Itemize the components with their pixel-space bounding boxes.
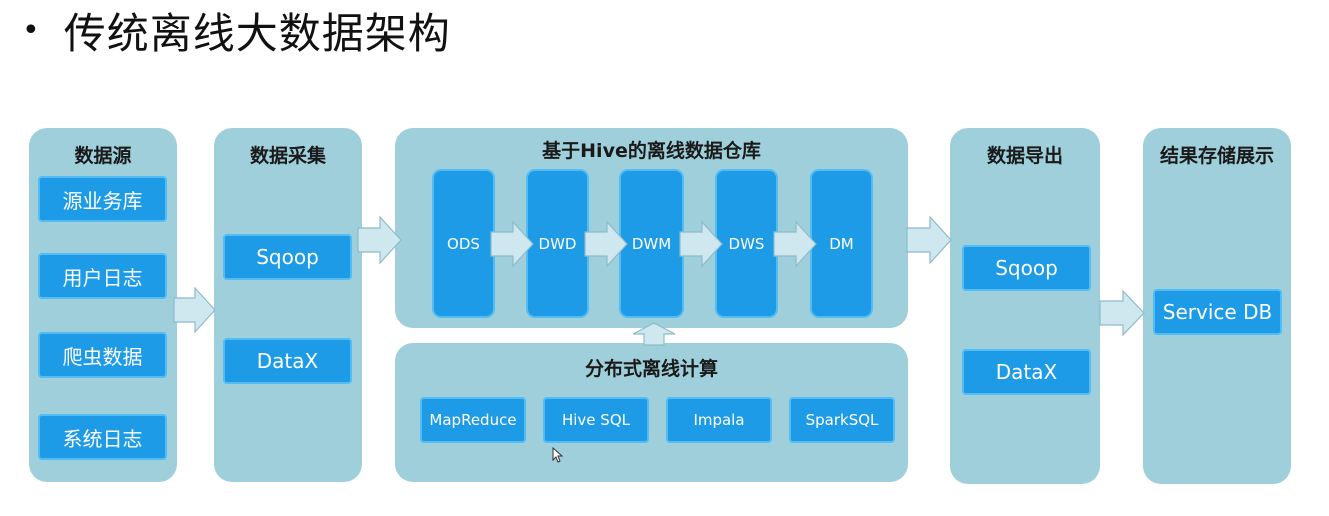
compute-item-sparksql: SparkSQL [789,397,895,443]
panel-title-result-display: 结果存储展示 [1159,145,1274,167]
panel-data-collection: 数据采集 Sqoop DataX [214,128,362,482]
mouse-cursor-icon [552,447,564,463]
panel-title-data-export: 数据导出 [986,145,1063,167]
slide-title: 传统离线大数据架构 [63,8,451,58]
panel-hive-warehouse: 基于Hive的离线数据仓库 ODS DWD DWM DWS DM [395,128,908,328]
warehouse-layer-dm: DM [810,169,873,318]
arrow-sources-to-collect [173,286,216,334]
source-item-business-db: 源业务库 [38,176,167,222]
arrow-dwd-to-dwm [584,220,628,268]
panel-data-export: 数据导出 Sqoop DataX [950,128,1100,484]
collect-item-sqoop: Sqoop [223,234,352,280]
arrow-dwm-to-dws [679,220,723,268]
bullet-marker: • [22,12,40,48]
panel-data-sources: 数据源 源业务库 用户日志 爬虫数据 系统日志 [29,128,177,482]
warehouse-layer-ods: ODS [432,169,495,318]
panel-title-data-sources: 数据源 [74,145,132,167]
panel-distributed-compute: 分布式离线计算 MapReduce Hive SQL Impala SparkS… [395,343,908,482]
slide-title-row: • 传统离线大数据架构 [22,0,451,60]
result-item-service-db: Service DB [1153,289,1282,335]
arrow-ods-to-dwd [490,220,534,268]
arrow-collect-to-warehouse [357,215,402,265]
export-item-sqoop: Sqoop [962,245,1091,291]
arrow-dws-to-dm [773,220,817,268]
compute-item-mapreduce: MapReduce [420,397,526,443]
warehouse-layer-dwd: DWD [526,169,589,318]
compute-item-impala: Impala [666,397,772,443]
panel-title-hive-warehouse: 基于Hive的离线数据仓库 [542,140,761,162]
compute-item-hive-sql: Hive SQL [543,397,649,443]
export-item-datax: DataX [962,349,1091,395]
panel-title-data-collection: 数据采集 [249,145,326,167]
source-item-system-log: 系统日志 [38,414,167,460]
warehouse-layer-dwm: DWM [619,169,684,318]
collect-item-datax: DataX [223,338,352,384]
source-item-user-log: 用户日志 [38,253,167,299]
arrow-compute-to-warehouse [632,322,676,346]
arrow-export-to-result [1099,289,1145,337]
arrow-warehouse-to-export [906,215,952,265]
warehouse-layer-dws: DWS [715,169,778,318]
panel-title-distributed-compute: 分布式离线计算 [584,358,718,380]
panel-result-display: 结果存储展示 Service DB [1143,128,1291,484]
source-item-crawler-data: 爬虫数据 [38,332,167,378]
